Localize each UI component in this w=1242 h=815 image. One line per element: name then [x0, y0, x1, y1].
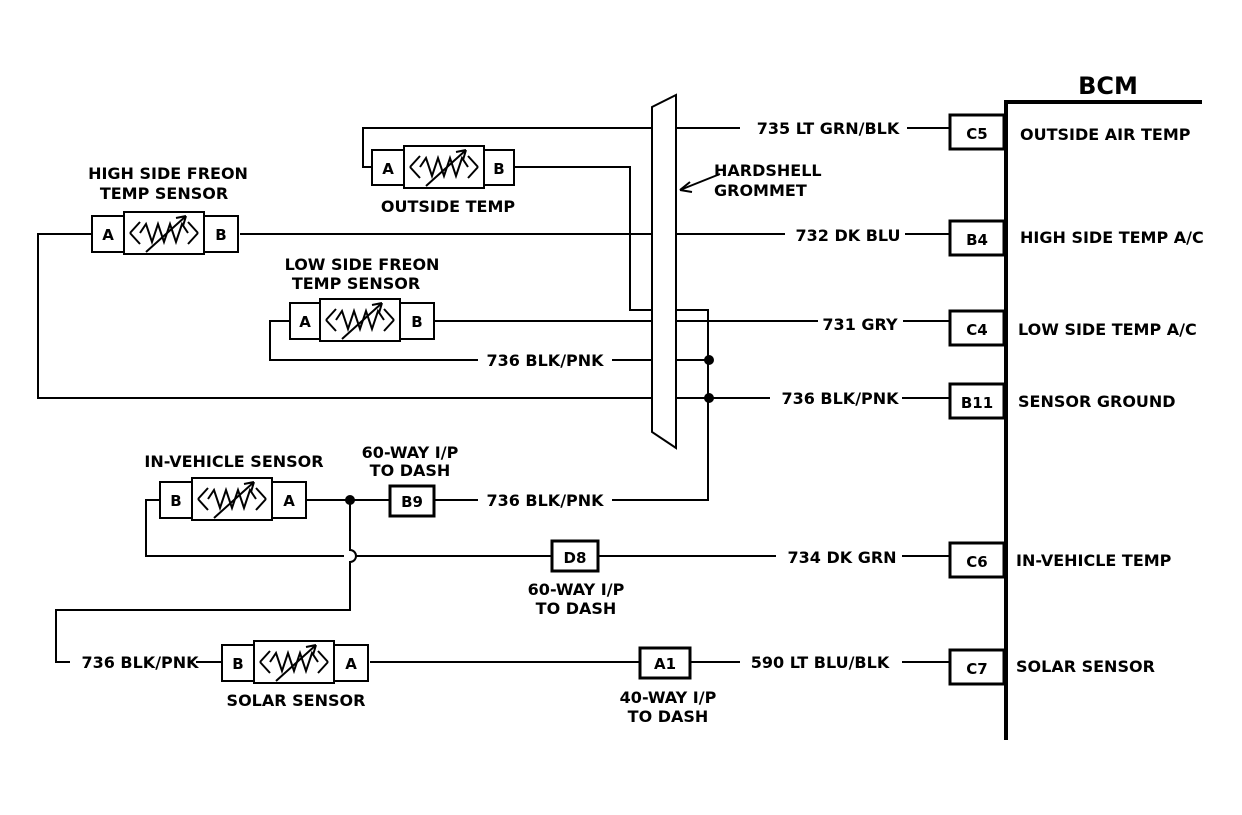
low-side-label-line1: LOW SIDE FREON	[285, 255, 440, 274]
bcm-pin-b11-label: B11	[961, 394, 993, 412]
high-side-pin-b: B	[215, 226, 226, 244]
low-side-pin-a: A	[299, 313, 311, 331]
high-side-label-line1: HIGH SIDE FREON	[88, 164, 248, 183]
outside-temp-pin-a: A	[382, 160, 394, 178]
wire-731-label: 731 GRY	[822, 315, 898, 334]
bcm-pin-b4-function: HIGH SIDE TEMP A/C	[1020, 228, 1204, 247]
solar-thermistor	[253, 640, 335, 684]
outside-temp-circuit: A B OUTSIDE TEMP 735 LT GRN/BLK	[362, 119, 950, 501]
connector-d8-line1: 60-WAY I/P	[528, 580, 625, 599]
wire-734-label: 734 DK GRN	[787, 548, 896, 567]
connector-d8-pin: D8	[564, 549, 587, 567]
low-side-circuit: A B LOW SIDE FREON TEMP SENSOR 736 BLK/P…	[269, 255, 950, 370]
bcm-pin-b11: B11 SENSOR GROUND	[948, 382, 1176, 420]
bcm-pin-c4-function: LOW SIDE TEMP A/C	[1018, 320, 1197, 339]
low-side-thermistor	[319, 298, 401, 342]
bcm-pin-c6-function: IN-VEHICLE TEMP	[1016, 551, 1172, 570]
wire-732-label: 732 DK BLU	[795, 226, 900, 245]
bcm-module: BCM	[1004, 72, 1202, 740]
bcm-pin-b11-function: SENSOR GROUND	[1018, 392, 1176, 411]
splice-dot-lower	[704, 393, 714, 403]
low-side-pin-b: B	[411, 313, 422, 331]
bcm-pin-b4-label: B4	[966, 231, 988, 249]
in-vehicle-pin-b: B	[170, 492, 181, 510]
bcm-pin-c6: C6 IN-VEHICLE TEMP	[948, 541, 1172, 579]
bcm-pin-c7-label: C7	[966, 660, 987, 678]
connector-b9-pin: B9	[401, 493, 423, 511]
wire-736-ground-label: 736 BLK/PNK	[781, 389, 899, 408]
high-side-circuit: A B HIGH SIDE FREON TEMP SENSOR 732 DK B…	[37, 164, 950, 399]
low-side-label-line2: TEMP SENSOR	[292, 274, 420, 293]
bcm-pin-c4: C4 LOW SIDE TEMP A/C	[948, 309, 1197, 347]
outside-temp-pin-b: B	[493, 160, 504, 178]
bcm-pin-c7-function: SOLAR SENSOR	[1016, 657, 1155, 676]
connector-d8-line2: TO DASH	[536, 599, 617, 618]
in-vehicle-label: IN-VEHICLE SENSOR	[144, 452, 323, 471]
solar-circuit: 736 BLK/PNK B A SOLAR SENSOR A1 40-WAY I…	[81, 640, 950, 726]
bcm-pin-b4: B4 HIGH SIDE TEMP A/C	[948, 219, 1204, 257]
outside-temp-label: OUTSIDE TEMP	[381, 197, 516, 216]
high-side-thermistor	[123, 211, 205, 255]
wire-736-invehicle-label: 736 BLK/PNK	[486, 491, 604, 510]
wire-736-solar-label: 736 BLK/PNK	[81, 653, 199, 672]
high-side-pin-a: A	[102, 226, 114, 244]
solar-pin-a: A	[345, 655, 357, 673]
bcm-pin-c6-label: C6	[966, 553, 987, 571]
bcm-pin-c5: C5 OUTSIDE AIR TEMP	[948, 113, 1191, 151]
connector-a1-line2: TO DASH	[628, 707, 709, 726]
bcm-pin-c5-label: C5	[966, 125, 987, 143]
in-vehicle-pin-a: A	[283, 492, 295, 510]
grommet-label-line2: GROMMET	[714, 181, 807, 200]
connector-a1-line1: 40-WAY I/P	[620, 688, 717, 707]
wire-736-low-label: 736 BLK/PNK	[486, 351, 604, 370]
bcm-pin-c7: C7 SOLAR SENSOR	[948, 648, 1155, 686]
bcm-pin-c4-label: C4	[966, 321, 987, 339]
outside-temp-thermistor	[403, 145, 485, 189]
bcm-pin-c5-function: OUTSIDE AIR TEMP	[1020, 125, 1191, 144]
connector-b9-line1: 60-WAY I/P	[362, 443, 459, 462]
connector-b9-line2: TO DASH	[370, 461, 451, 480]
connector-a1-pin: A1	[654, 655, 676, 673]
bcm-title: BCM	[1078, 72, 1138, 100]
wire-590-label: 590 LT BLU/BLK	[751, 653, 890, 672]
grommet-label-line1: HARDSHELL	[714, 161, 822, 180]
high-side-label-line2: TEMP SENSOR	[100, 184, 228, 203]
wire-735-label: 735 LT GRN/BLK	[757, 119, 900, 138]
in-vehicle-thermistor	[191, 477, 273, 521]
hardshell-grommet: HARDSHELL GROMMET	[651, 93, 822, 450]
splice-dot-in-vehicle	[345, 495, 355, 505]
solar-label: SOLAR SENSOR	[227, 691, 366, 710]
sensor-ground-circuit: 736 BLK/PNK	[676, 355, 950, 408]
solar-pin-b: B	[232, 655, 243, 673]
splice-dot-upper	[704, 355, 714, 365]
in-vehicle-circuit: B A IN-VEHICLE SENSOR B9 60-WAY I/P TO D…	[55, 443, 950, 663]
